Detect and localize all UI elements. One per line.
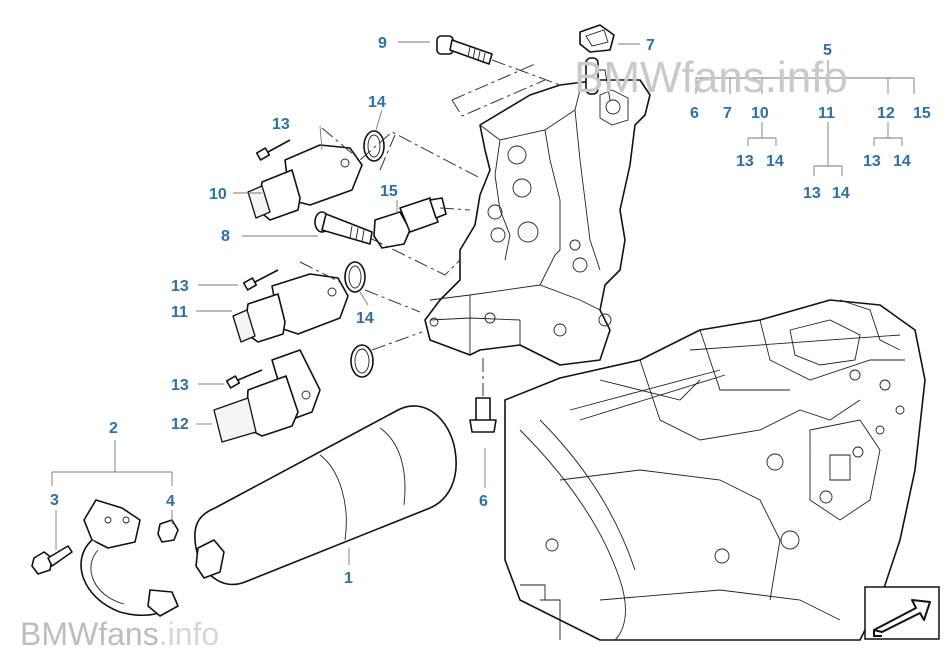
legend-14[interactable]: 14 — [893, 153, 911, 170]
o-rings-14 — [344, 130, 385, 378]
legend-12[interactable]: 12 — [877, 105, 895, 122]
bolt-8 — [314, 211, 373, 245]
watermark-bottom-brand: BMWfans — [20, 616, 159, 652]
callouts: 9 7 14 13 10 15 8 13 11 14 13 12 2 3 4 6… — [50, 35, 931, 587]
legend-13[interactable]: 13 — [863, 153, 881, 170]
callout-13[interactable]: 13 — [171, 377, 189, 394]
callout-15[interactable]: 15 — [380, 183, 398, 200]
watermark-bottom: BMWfans.info — [20, 616, 219, 652]
callout-10[interactable]: 10 — [209, 186, 227, 203]
callout-14[interactable]: 14 — [368, 94, 386, 111]
legend-7[interactable]: 7 — [723, 105, 732, 122]
bolt-6 — [469, 397, 497, 433]
accumulator-1 — [194, 405, 457, 586]
arrow-view-icon[interactable] — [864, 586, 940, 640]
transmission-housing — [504, 299, 926, 641]
callout-13[interactable]: 13 — [171, 278, 189, 295]
legend-5[interactable]: 5 — [823, 42, 832, 59]
valve-block — [424, 57, 651, 366]
legend-15[interactable]: 15 — [913, 105, 931, 122]
callout-4[interactable]: 4 — [166, 493, 175, 510]
assembly-lines — [299, 59, 561, 396]
callout-9[interactable]: 9 — [378, 35, 387, 52]
bolt-9 — [436, 35, 493, 65]
solenoid-valve-12 — [213, 349, 321, 443]
watermark-bottom-suffix: .info — [159, 616, 219, 652]
legend-14[interactable]: 14 — [832, 185, 850, 202]
callout-6[interactable]: 6 — [479, 493, 488, 510]
callout-12[interactable]: 12 — [171, 416, 189, 433]
watermark-top: BMWfans.info — [574, 53, 848, 102]
legend-6[interactable]: 6 — [690, 105, 699, 122]
legend-11[interactable]: 11 — [818, 105, 835, 122]
legend-10[interactable]: 10 — [751, 105, 769, 122]
legend-13[interactable]: 13 — [803, 185, 821, 202]
legend-14[interactable]: 14 — [766, 153, 784, 170]
pressure-switch-15 — [373, 197, 447, 249]
callout-14[interactable]: 14 — [356, 310, 374, 327]
cap-7 — [579, 24, 615, 53]
solenoid-valve-11 — [232, 269, 349, 343]
callout-8[interactable]: 8 — [221, 228, 230, 245]
callout-1[interactable]: 1 — [344, 570, 353, 587]
clamp — [31, 499, 179, 617]
callout-7[interactable]: 7 — [646, 37, 655, 54]
solenoid-valve-10 — [247, 139, 363, 221]
legend-13[interactable]: 13 — [736, 153, 754, 170]
callout-11[interactable]: 11 — [171, 304, 188, 321]
callout-13[interactable]: 13 — [272, 116, 290, 133]
callout-3[interactable]: 3 — [50, 492, 59, 509]
callout-2[interactable]: 2 — [109, 420, 118, 437]
leader-lines — [51, 41, 915, 565]
